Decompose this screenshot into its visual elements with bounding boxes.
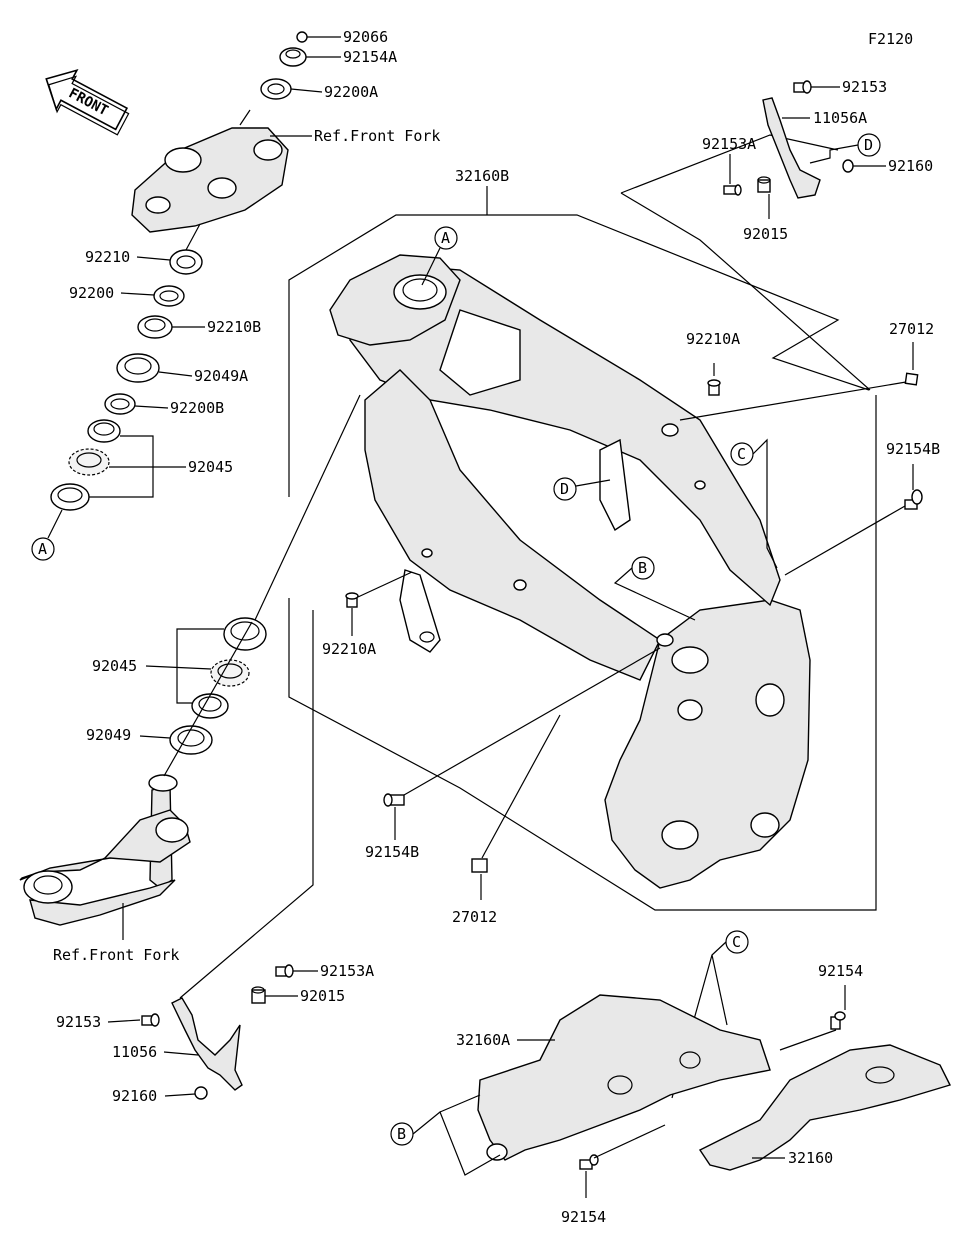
bolt-92153-top bbox=[793, 80, 812, 94]
label-92015-top: 92015 bbox=[743, 225, 788, 243]
front-arrow-icon: FRONT bbox=[45, 68, 130, 136]
bracket-11056A bbox=[762, 97, 821, 199]
bolt-92153A-top bbox=[723, 184, 742, 196]
callout-b-subframe-text: B bbox=[397, 1125, 406, 1143]
bolt-92154B-mid bbox=[383, 793, 405, 807]
ref-front-fork-bottom[interactable]: Ref.Front Fork bbox=[53, 946, 179, 964]
subframe-32160A bbox=[477, 994, 771, 1161]
main-frame bbox=[329, 254, 811, 889]
label-92154B-mid: 92154B bbox=[365, 843, 419, 861]
bolt-92210A-mid bbox=[345, 592, 359, 608]
label-92200A: 92200A bbox=[324, 83, 378, 101]
subframe-32160 bbox=[698, 1044, 951, 1171]
label-92015-bottom: 92015 bbox=[300, 987, 345, 1005]
label-92160-bottom: 92160 bbox=[112, 1087, 157, 1105]
bracket-11056 bbox=[171, 997, 243, 1091]
callout-d-frame bbox=[553, 477, 577, 501]
callout-a-left-text: A bbox=[38, 540, 47, 558]
label-92049: 92049 bbox=[86, 726, 131, 744]
label-92154A: 92154A bbox=[343, 48, 397, 66]
bolt-92154B-right bbox=[904, 489, 923, 510]
label-92045-top: 92045 bbox=[188, 458, 233, 476]
label-92200: 92200 bbox=[69, 284, 114, 302]
nut-92154A bbox=[279, 47, 307, 67]
label-plate-27012-top bbox=[904, 372, 919, 386]
label-plate-27012-mid bbox=[471, 858, 488, 873]
label-27012-mid: 27012 bbox=[452, 908, 497, 926]
label-92066: 92066 bbox=[343, 28, 388, 46]
bolt-92153-bottom bbox=[141, 1013, 160, 1027]
collar-92015-top bbox=[757, 176, 771, 193]
callout-a-frame bbox=[434, 226, 458, 250]
label-92049A: 92049A bbox=[194, 367, 248, 385]
label-92154-bottom: 92154 bbox=[561, 1208, 606, 1226]
callout-c-frame-text: C bbox=[737, 445, 746, 463]
label-92160-top: 92160 bbox=[888, 157, 933, 175]
bolt-92154-top bbox=[830, 1011, 846, 1030]
label-32160B: 32160B bbox=[455, 167, 509, 185]
label-27012-top: 27012 bbox=[889, 320, 934, 338]
label-92210A-mid: 92210A bbox=[322, 640, 376, 658]
grommet-92160-bottom bbox=[194, 1086, 208, 1100]
callout-b-frame-text: B bbox=[638, 559, 647, 577]
bolt-92210A-top bbox=[707, 379, 721, 396]
washer-92200 bbox=[153, 285, 185, 307]
label-92153A-top: 92153A bbox=[702, 135, 756, 153]
label-92153-bottom: 92153 bbox=[56, 1013, 101, 1031]
label-32160: 32160 bbox=[788, 1149, 833, 1167]
bolt-92153A-bottom bbox=[275, 964, 294, 978]
label-32160A: 32160A bbox=[456, 1031, 510, 1049]
collar-92015-bottom bbox=[251, 986, 266, 1004]
callout-a-frame-text: A bbox=[441, 229, 450, 247]
washer-92200A bbox=[260, 78, 292, 100]
label-92153-top: 92153 bbox=[842, 78, 887, 96]
callout-d-bracket-text: D bbox=[864, 136, 873, 154]
label-92200B: 92200B bbox=[170, 399, 224, 417]
cap-92066 bbox=[296, 31, 308, 43]
label-92154-top: 92154 bbox=[818, 962, 863, 980]
callout-c-subframe-text: C bbox=[732, 933, 741, 951]
grommet-92160-top bbox=[842, 159, 854, 173]
washer-92200B bbox=[104, 393, 136, 415]
callout-a-left bbox=[31, 537, 55, 561]
label-11056: 11056 bbox=[112, 1043, 157, 1061]
label-92210A-top: 92210A bbox=[686, 330, 740, 348]
nut-92210 bbox=[169, 249, 203, 275]
label-92210: 92210 bbox=[85, 248, 130, 266]
callout-d-frame-text: D bbox=[560, 480, 569, 498]
upper-triple-clamp bbox=[131, 109, 289, 233]
label-11056A: 11056A bbox=[813, 109, 867, 127]
label-92210B: 92210B bbox=[207, 318, 261, 336]
ref-front-fork-top[interactable]: Ref.Front Fork bbox=[314, 127, 440, 145]
diagram-id: F2120 bbox=[868, 30, 913, 48]
steering-stem-lower-clamp bbox=[19, 774, 191, 926]
label-92154B-right: 92154B bbox=[886, 440, 940, 458]
label-92153A-bottom: 92153A bbox=[320, 962, 374, 980]
label-92045-mid: 92045 bbox=[92, 657, 137, 675]
